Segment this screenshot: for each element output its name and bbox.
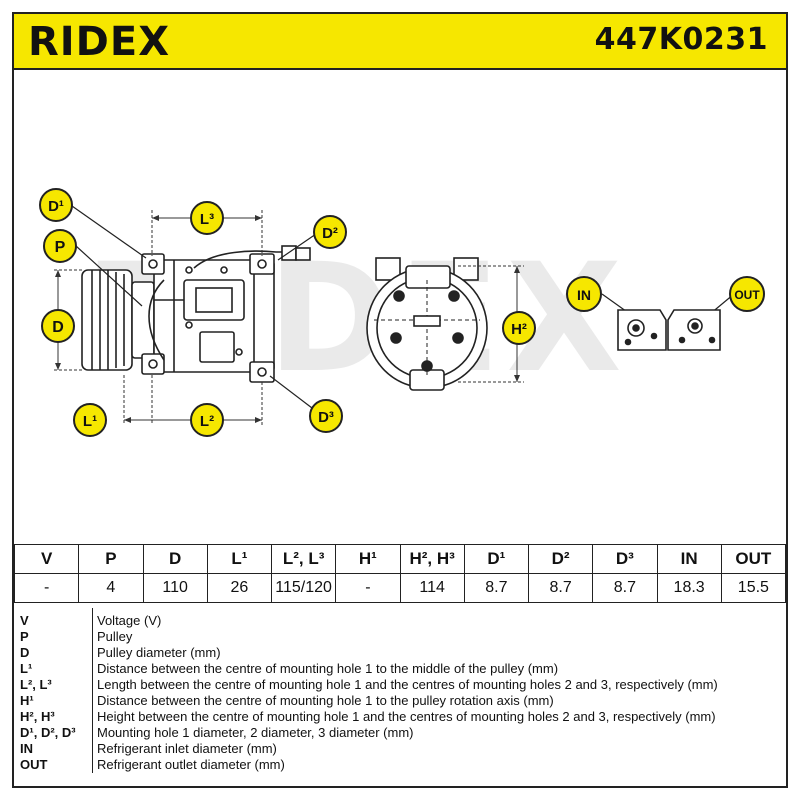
legend-text: Refrigerant inlet diameter (mm) — [97, 741, 277, 756]
spec-header-out: OUT — [720, 544, 787, 574]
legend-key: H², H³ — [14, 709, 93, 725]
spec-header-l2-l3: L², L³ — [270, 544, 337, 574]
callout-d: D — [41, 309, 75, 343]
compressor-front-view — [366, 257, 488, 391]
spec-header-d: D — [142, 544, 208, 574]
spec-header-in: IN — [656, 544, 722, 574]
legend-row: D¹, D², D³ Mounting hole 1 diameter, 2 di… — [14, 725, 786, 741]
legend-text: Refrigerant outlet diameter (mm) — [97, 757, 285, 772]
front-dimension-arrows — [514, 266, 520, 382]
svg-text:RIDEX: RIDEX — [28, 19, 170, 63]
callout-d3: D³ — [309, 399, 343, 433]
spec-value-row: - 4 110 26 115/120 - 114 8.7 8.7 8.7 18.… — [13, 573, 787, 603]
svg-text:L³: L³ — [200, 211, 214, 228]
ridex-logo: RIDEX — [28, 17, 198, 68]
spec-value-d: 110 — [142, 573, 208, 603]
spec-header-h1: H¹ — [335, 544, 401, 574]
spec-value-l1: 26 — [206, 573, 273, 603]
spec-header-d1: D¹ — [463, 544, 530, 574]
svg-text:D: D — [52, 319, 64, 336]
svg-text:P: P — [55, 239, 66, 256]
legend-text: Pulley — [97, 629, 133, 644]
svg-text:D²: D² — [322, 225, 338, 242]
callout-d1: D¹ — [39, 188, 73, 222]
spec-value-p: 4 — [78, 573, 144, 603]
legend-key: H¹ — [14, 693, 93, 709]
svg-text:H²: H² — [511, 321, 527, 338]
legend-row: H¹ Distance between the centre of mountin… — [14, 693, 786, 709]
specification-table: V P D L¹ L², L³ H¹ H², H³ D¹ D² D³ IN OU… — [13, 544, 787, 603]
legend-row: OUT Refrigerant outlet diameter (mm) — [14, 757, 786, 773]
legend-key: L², L³ — [14, 677, 93, 693]
spec-header-d2: D² — [527, 544, 594, 574]
callout-p: P — [43, 229, 77, 263]
spec-value-h1: - — [335, 573, 401, 603]
spec-value-h2-h3: 114 — [399, 573, 465, 603]
svg-text:L¹: L¹ — [83, 413, 97, 430]
spec-value-d3: 8.7 — [592, 573, 658, 603]
legend-key: OUT — [14, 757, 93, 773]
spec-value-v: - — [13, 573, 80, 603]
legend-text: Voltage (V) — [97, 613, 162, 628]
svg-text:D³: D³ — [318, 409, 334, 426]
svg-text:IN: IN — [577, 287, 591, 303]
legend-text: Pulley diameter (mm) — [97, 645, 221, 660]
legend-table: V Voltage (V) P Pulley D Pulley diameter (m… — [14, 608, 786, 773]
datasheet-frame: RIDEX 447K0231 RIDEX — [12, 12, 788, 788]
spec-header-row: V P D L¹ L², L³ H¹ H², H³ D¹ D² D³ IN OU… — [13, 544, 787, 574]
spec-value-d1: 8.7 — [463, 573, 530, 603]
legend-row: IN Refrigerant inlet diameter (mm) — [14, 741, 786, 757]
legend-row: D Pulley diameter (mm) — [14, 645, 786, 661]
side-dimension-arrows — [55, 215, 262, 423]
spec-value-l2-l3: 115/120 — [270, 573, 337, 603]
svg-text:D¹: D¹ — [48, 198, 64, 215]
spec-header-p: P — [78, 544, 144, 574]
spec-value-d2: 8.7 — [527, 573, 594, 603]
legend-key: P — [14, 629, 93, 645]
callout-l3: L³ — [190, 201, 224, 235]
legend-key: D¹, D², D³ — [14, 725, 93, 741]
legend-key: D — [14, 645, 93, 661]
legend-row: H², H³ Height between the centre of mount… — [14, 709, 786, 725]
legend-key: L¹ — [14, 661, 93, 677]
callout-out: OUT — [729, 276, 765, 312]
port-flange-view — [617, 309, 721, 351]
legend-key: V — [14, 608, 93, 629]
header-bar: RIDEX 447K0231 — [14, 14, 786, 70]
spec-header-d3: D³ — [592, 544, 658, 574]
spec-value-in: 18.3 — [656, 573, 722, 603]
technical-drawing: RIDEX — [14, 70, 786, 540]
callout-d2: D² — [313, 215, 347, 249]
spec-header-l1: L¹ — [206, 544, 273, 574]
part-number: 447K0231 — [594, 22, 768, 57]
compressor-side-view — [81, 245, 311, 383]
legend-text: Length between the centre of mounting ho… — [97, 677, 718, 692]
callout-l2: L² — [190, 403, 224, 437]
svg-text:OUT: OUT — [734, 288, 760, 302]
legend-row: L¹ Distance between the centre of mountin… — [14, 661, 786, 677]
legend-text: Height between the centre of mounting ho… — [97, 709, 716, 724]
legend-text: Distance between the centre of mounting … — [97, 693, 554, 708]
legend-row: L², L³ Length between the centre of mount… — [14, 677, 786, 693]
legend-row: V Voltage (V) — [14, 608, 786, 629]
legend-key: IN — [14, 741, 93, 757]
legend-text: Mounting hole 1 diameter, 2 diameter, 3 … — [97, 725, 414, 740]
spec-header-h2-h3: H², H³ — [399, 544, 465, 574]
callout-in: IN — [566, 276, 602, 312]
spec-value-out: 15.5 — [720, 573, 787, 603]
legend-text: Distance between the centre of mounting … — [97, 661, 559, 676]
callout-h2: H² — [502, 311, 536, 345]
spec-header-v: V — [13, 544, 80, 574]
svg-text:L²: L² — [200, 413, 214, 430]
callout-l1: L¹ — [73, 403, 107, 437]
legend-row: P Pulley — [14, 629, 786, 645]
